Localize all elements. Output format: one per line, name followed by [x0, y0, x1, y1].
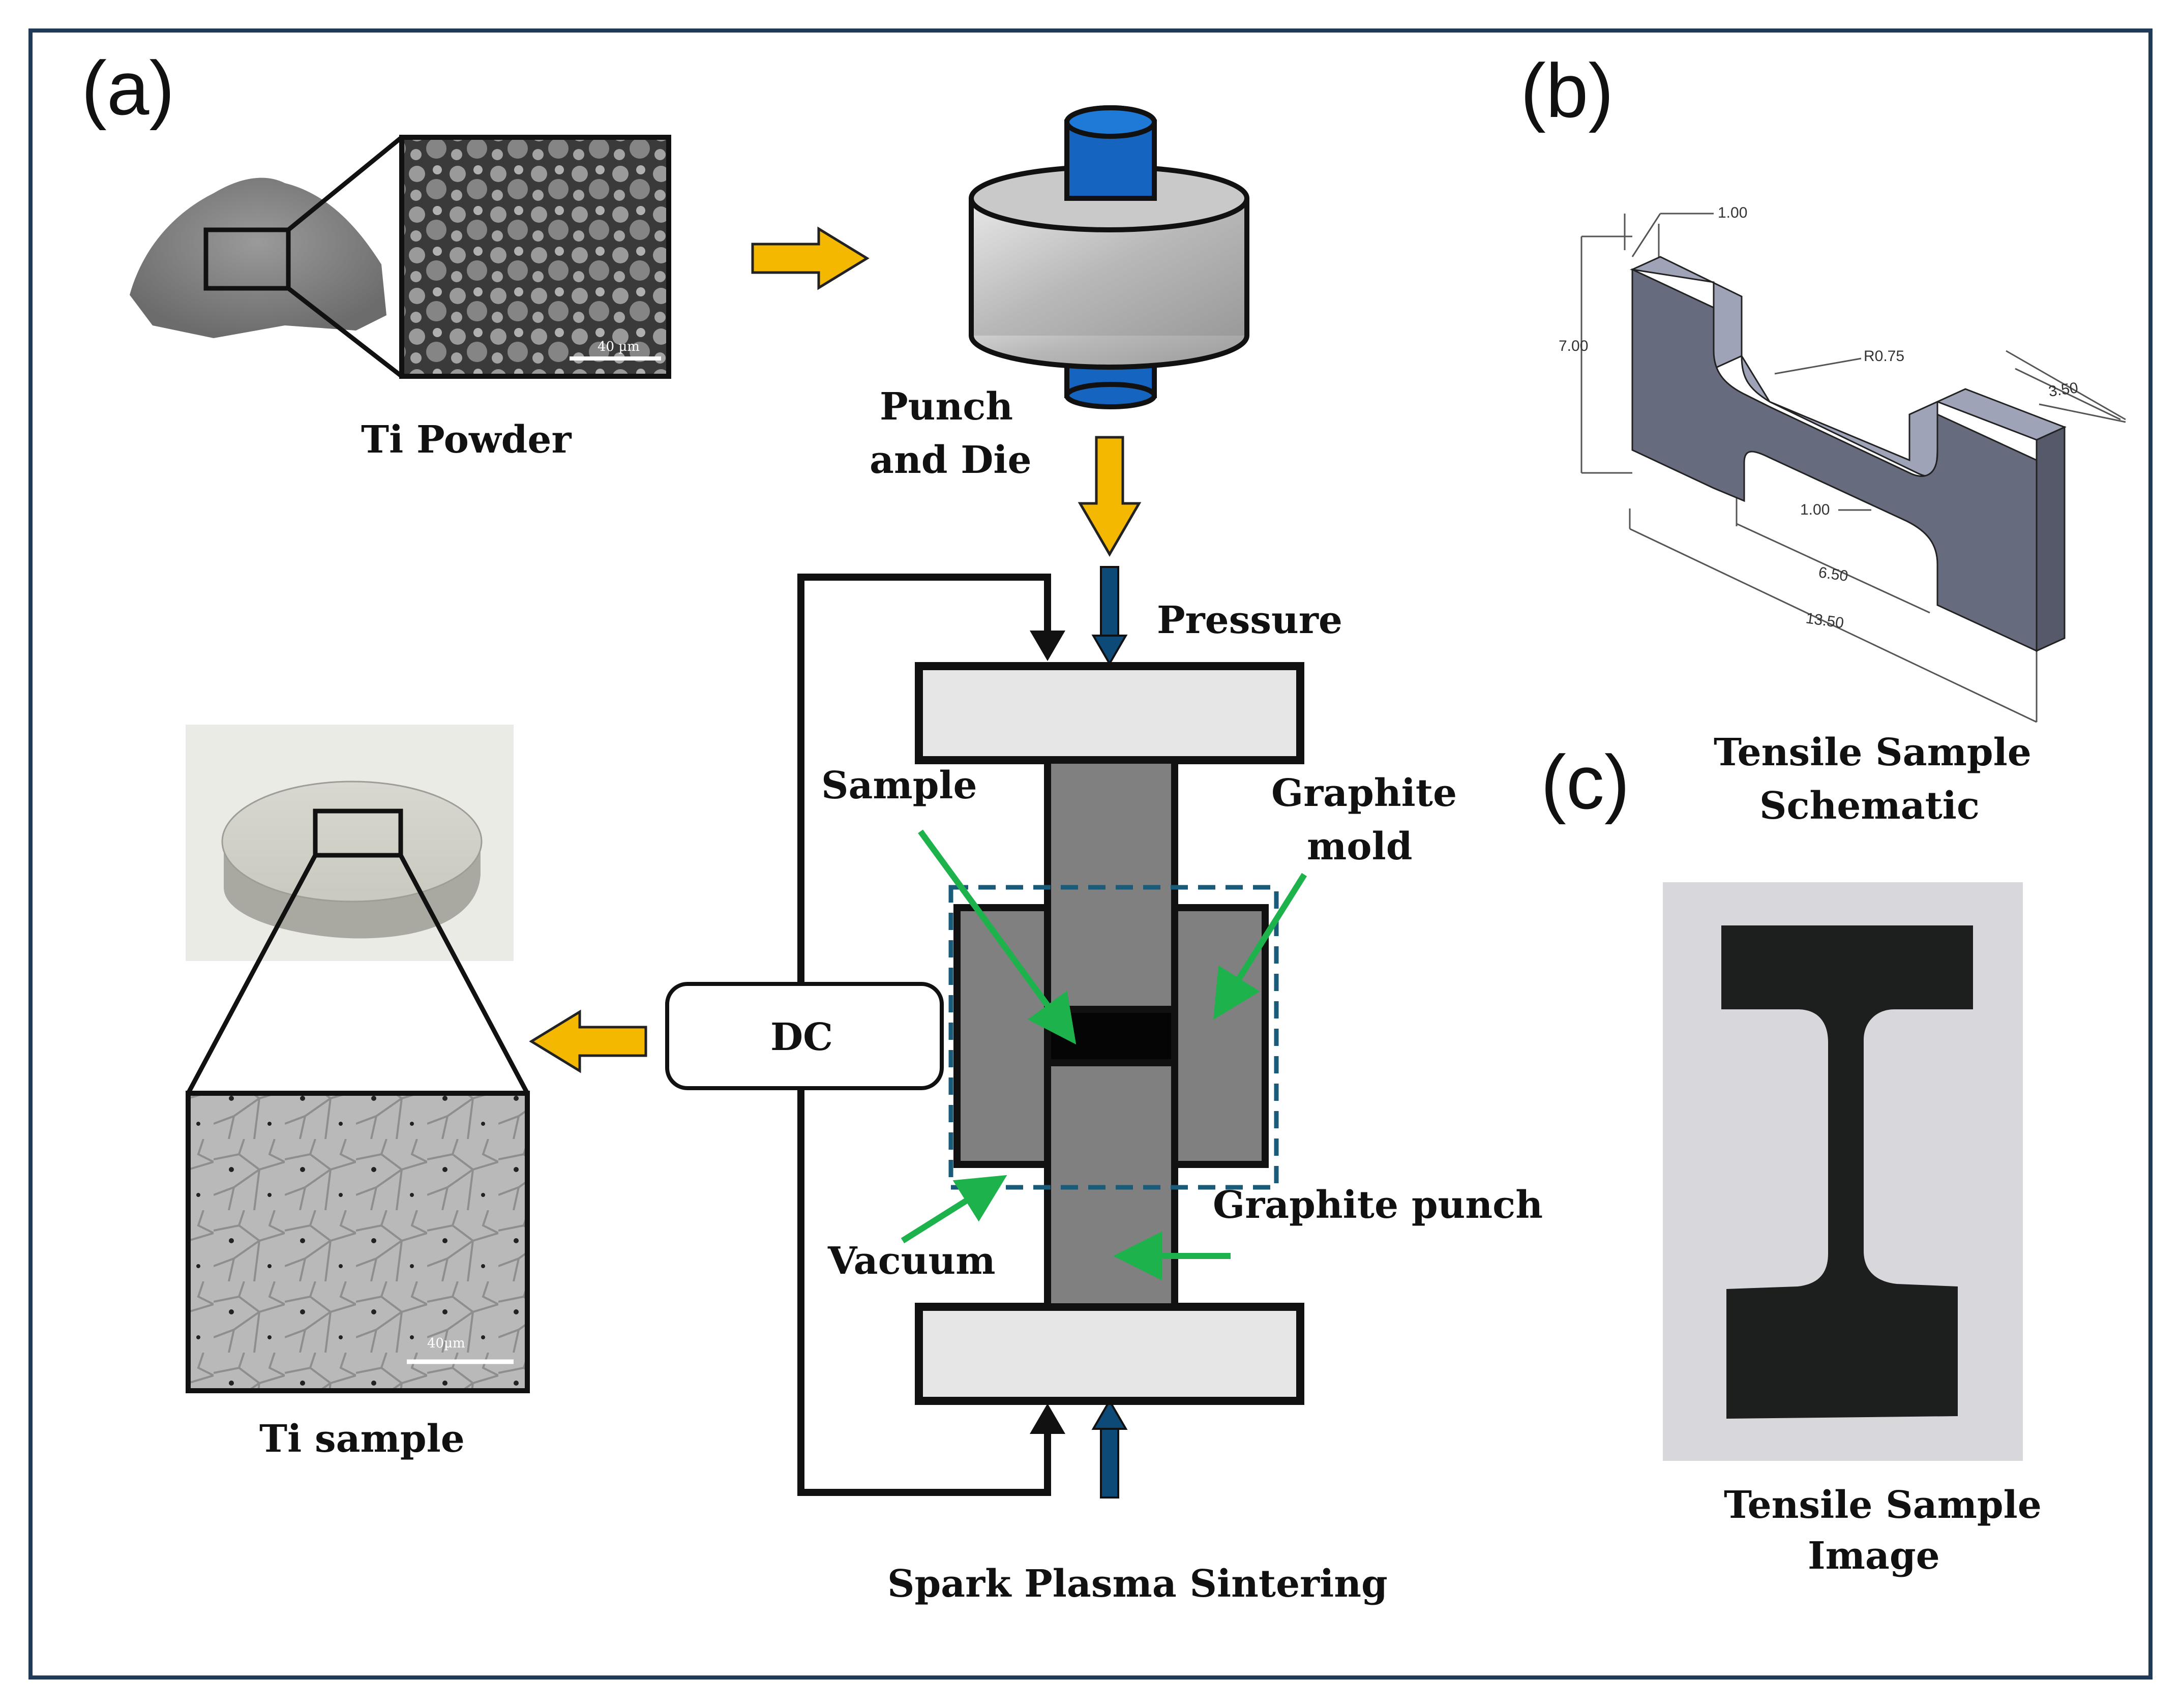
- microstructure-image: [186, 1091, 530, 1393]
- specimen-right-side: [2036, 426, 2066, 652]
- arrow-sps-to-sample: [529, 1009, 647, 1073]
- sample-pointer-arrow: [918, 829, 1077, 1045]
- arrow-powder-to-die: [751, 226, 870, 290]
- tensile-image-caption-2: Image: [1808, 1534, 1940, 1578]
- pellet-zoom-box: [313, 808, 403, 858]
- micro-scale-text: 40µm: [427, 1336, 465, 1351]
- graphite-mold-right: [1171, 904, 1269, 1168]
- pressure-arrow-top-shaft: [1100, 566, 1119, 644]
- ti-sample-caption: Ti sample: [259, 1417, 465, 1461]
- powder-pile: [130, 177, 386, 338]
- punch-caption-line1: Punch: [880, 385, 1013, 429]
- dim-height: 7.00: [1559, 338, 1588, 354]
- panel-label-b: (b): [1520, 48, 1614, 133]
- pellet-zoom-line-left: [186, 854, 317, 1095]
- bottom-plate: [915, 1303, 1304, 1405]
- tensile-photo-specimen: [1721, 925, 1973, 1419]
- figure-border: [28, 28, 2153, 1680]
- vacuum-label: Vacuum: [827, 1239, 996, 1283]
- bottom-punch-cap: [1064, 382, 1157, 409]
- sps-caption: Spark Plasma Sintering: [887, 1562, 1388, 1606]
- top-plate: [915, 662, 1304, 764]
- specimen-front: [1631, 268, 2038, 652]
- arrow-die-to-sps: [1078, 436, 1142, 557]
- tensile-photo-group: Tensile Sample Image: [1663, 882, 2042, 1578]
- ti-sample-in-mold: [1044, 1006, 1178, 1066]
- pressure-arrow-bottom-shaft: [1100, 1420, 1119, 1499]
- dc-label: DC: [770, 1015, 833, 1059]
- punch-and-die-group: Punch and Die: [870, 105, 1249, 482]
- dim-gauge-width: 1.00: [1800, 501, 1830, 518]
- ti-powder-group: 40 µm Ti Powder: [130, 135, 671, 462]
- powder-scale-text: 40 µm: [597, 339, 640, 354]
- dc-power-box: [665, 982, 944, 1090]
- graphite-punch-upper: [1044, 757, 1178, 1013]
- wire-arrow-top: [1030, 631, 1065, 661]
- tensile-image-caption-1: Tensile Sample: [1724, 1483, 2042, 1527]
- graphite-mold-label-1: Graphite: [1271, 771, 1457, 815]
- pressure-arrow-bottom-head: [1091, 1399, 1128, 1430]
- panel-label-a: (a): [81, 45, 174, 131]
- graphite-mold-label-2: mold: [1307, 825, 1413, 868]
- panel-label-c: (c): [1541, 739, 1630, 825]
- powder-zoom-line-top: [287, 135, 403, 232]
- powder-sem-image: [399, 135, 671, 379]
- wire-arrow-bottom: [1030, 1403, 1065, 1434]
- pressure-arrow-top-head: [1091, 635, 1128, 666]
- pellet-top: [221, 781, 483, 903]
- tensile-schematic-caption-1: Tensile Sample: [1714, 731, 2031, 774]
- punch-caption-line2: and Die: [870, 438, 1032, 482]
- graphite-punch-label: Graphite punch: [1213, 1183, 1543, 1227]
- vacuum-pointer-arrow: [901, 1175, 1007, 1244]
- dim-total-length: 13.50: [1805, 610, 1845, 632]
- tensile-schematic-caption-2: Schematic: [1759, 784, 1980, 828]
- top-punch-top: [1064, 105, 1157, 139]
- mold-pointer-arrow: [1213, 873, 1307, 1020]
- dim-grip-width: 3.50: [2047, 379, 2079, 400]
- powder-zoom-line-bottom: [287, 286, 403, 378]
- dim-thickness: 1.00: [1718, 204, 1747, 221]
- tensile-schematic-group: 1.00 7.00 R0.75 3.50 1.00 6.50 13.50 Ten…: [1559, 204, 2126, 828]
- graphite-punch-lower: [1044, 1059, 1178, 1310]
- pressure-label: Pressure: [1157, 598, 1342, 642]
- sample-label: Sample: [821, 764, 977, 807]
- ti-sample-group: 40µm Ti sample: [186, 725, 530, 1461]
- dim-radius: R0.75: [1864, 348, 1904, 365]
- vacuum-boundary: [948, 885, 1279, 1190]
- powder-zoom-box: [203, 227, 291, 291]
- dimension-lines: [1580, 213, 2126, 723]
- sps-group: Pressure DC Sample Graphite mold Graphit…: [665, 566, 1543, 1606]
- pellet-zoom-line-right: [399, 854, 529, 1095]
- dim-gauge-length: 6.50: [1817, 564, 1849, 585]
- ti-powder-caption: Ti Powder: [361, 418, 572, 462]
